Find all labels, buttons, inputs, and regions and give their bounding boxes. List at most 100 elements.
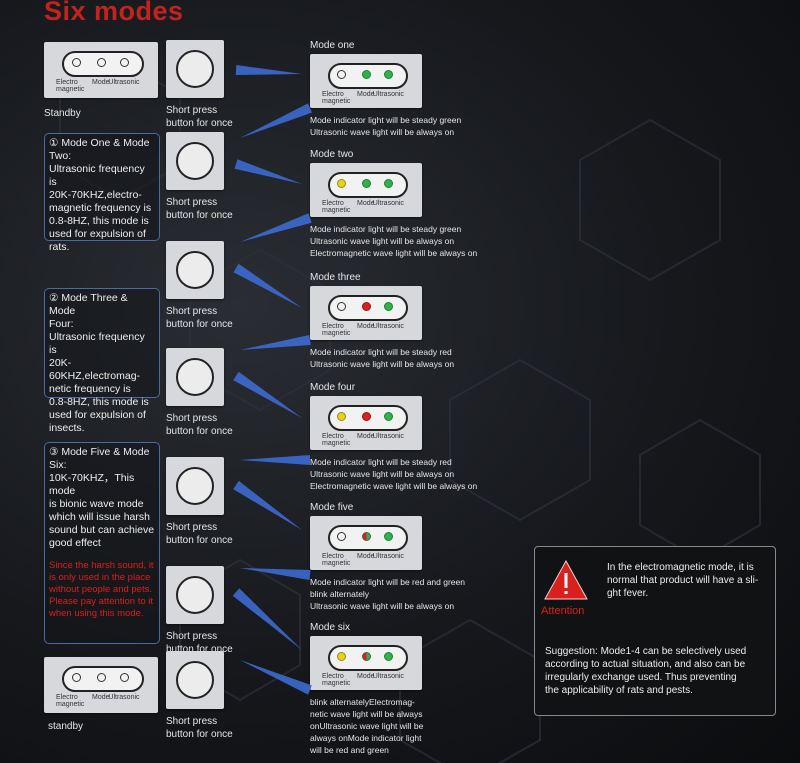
info-line: magnetic frequency is [49,202,152,214]
mode-heading: Mode five [310,502,354,513]
info-line: 10K-70KHZ，This mode [49,472,135,497]
mode-label: Mode [357,200,375,207]
info-line: Ultrasonic frequency is [49,163,145,188]
electro-light [337,178,347,188]
power-button-icon[interactable] [176,467,214,505]
mode-label: Mode [357,433,375,440]
power-button-icon[interactable] [176,251,214,289]
info-line: Four: [49,318,74,330]
power-button-icon[interactable] [176,661,214,699]
info-line: 0.8-8HZ, this mode is [49,215,149,227]
ultrasonic-light [119,57,129,67]
mode-heading: Mode one [310,40,355,51]
info-line: Two: [49,150,72,162]
ultrasonic-light [384,178,394,188]
power-button-icon[interactable] [176,576,214,614]
info-line: Ultrasonic frequency is [49,331,145,356]
arrow-back-icon [240,335,311,350]
arrow-right-icon [235,65,302,75]
info-line: sound but can achieve [49,524,155,536]
press-button-panel [166,132,224,190]
info-line: rats. [49,241,70,253]
ultrasonic-label: Ultrasonic [372,91,404,98]
press-button-panel [166,651,224,709]
power-button-icon[interactable] [176,50,214,88]
mode-description: Mode indicator light will be red and gre… [310,577,465,611]
mode-label: Mode [357,553,375,560]
info-line: insects. [49,422,85,434]
electro-light [337,531,347,541]
arrow-back-icon [240,455,310,465]
info-line: ③ Mode Five & Mode [49,446,150,458]
mode-label: Mode [357,91,375,98]
attention-text-line: In the electromagnetic mode, it is [607,562,754,573]
arrow-right-icon [234,159,302,184]
suggestion-text: Suggestion: Mode1-4 can be selectively u… [545,645,746,697]
info-line: 0.8-8HZ, this mode is [49,396,149,408]
mode-light [361,651,371,661]
info-line: 20K-70KHZ,electro- [49,189,142,201]
press-button-panel [166,40,224,98]
ultrasonic-light [384,69,394,79]
mode-heading: Mode four [310,382,356,393]
info-line: Six: [49,459,67,471]
ultrasonic-label: Ultrasonic [372,673,404,680]
mode-light [96,672,106,682]
attention-text-line: ght fever. [607,588,649,599]
info-line: good effect [49,537,101,549]
electro-light [337,651,347,661]
ultrasonic-light [384,651,394,661]
power-button-icon[interactable] [176,358,214,396]
info-line: ② Mode Three & Mode [49,292,128,317]
ultrasonic-light [384,411,394,421]
electro-light [337,411,347,421]
ultrasonic-label: Ultrasonic [372,200,404,207]
info-line: used for expulsion of [49,228,146,240]
info-spacer [49,550,155,560]
ultrasonic-light [119,672,129,682]
power-button-icon[interactable] [176,142,214,180]
ultrasonic-label: Ultrasonic [372,323,404,330]
arrow-back-icon [240,213,312,242]
mode-heading: Mode three [310,272,361,283]
mode-heading: Mode two [310,149,354,160]
ultrasonic-light [384,531,394,541]
mode-light [361,178,371,188]
info-line: used for expulsion of [49,409,146,421]
mode-light [96,57,106,67]
electro-light [337,69,347,79]
info-line: netic frequency is [49,383,131,395]
warning-triangle-icon [544,559,588,600]
attention-label: Attention [541,605,585,617]
arrow-back-icon [240,103,312,138]
arrow-back-icon [240,568,311,580]
press-button-panel [166,566,224,624]
standby-label-bottom: standby [48,721,84,732]
attention-box: Attention In the electromagnetic mode, i… [534,546,776,716]
press-button-panel [166,241,224,299]
press-button-panel [166,457,224,515]
page-title: Six modes [44,0,184,26]
mode-label: Mode [357,673,375,680]
press-button-panel [166,348,224,406]
